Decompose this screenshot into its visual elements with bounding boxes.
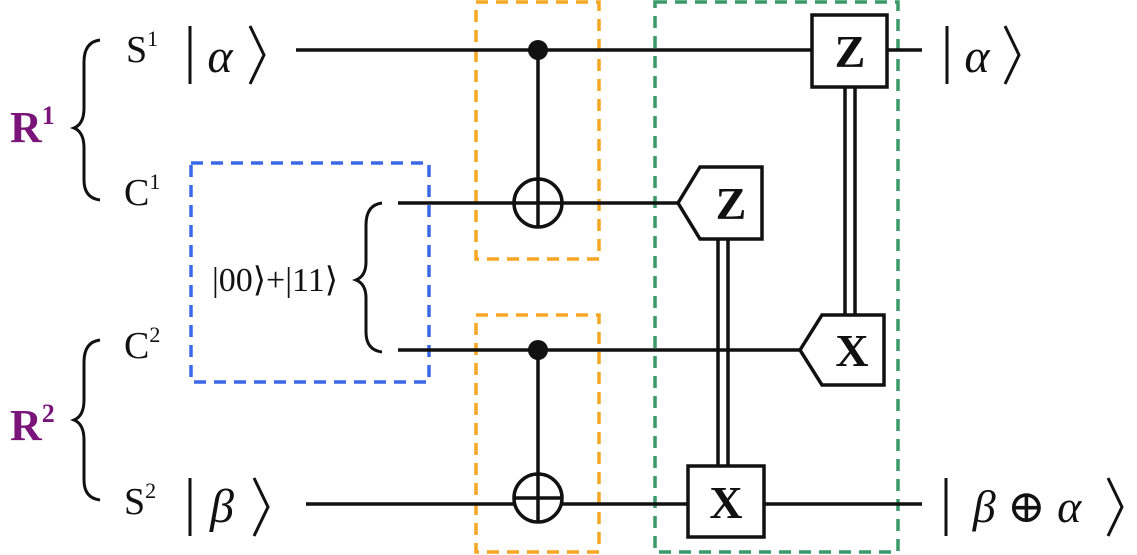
qubit-s2-label: S2: [124, 478, 156, 523]
output-ket-top: α: [964, 30, 990, 83]
z-gate-box: [810, 13, 889, 89]
x-measure-label: X: [835, 325, 868, 376]
input-ket-alpha: α: [207, 30, 233, 83]
correction-box: [653, 0, 900, 554]
qubit-c1-label: C1: [124, 169, 160, 214]
cnot-bottom-control-dot: [528, 340, 548, 360]
brace-bell: [351, 201, 383, 354]
x-gate-box: [686, 464, 766, 539]
output-ket-bottom: β ⊕ α: [972, 481, 1082, 532]
brace-r1: [69, 38, 101, 202]
bell-state-label: |00⟩+|11⟩: [212, 262, 338, 299]
register-r1-label: R1: [10, 101, 55, 152]
cnot-box-top: [474, 0, 601, 261]
qubit-s1-label: S1: [126, 26, 158, 71]
z-measure-gate: [675, 165, 764, 241]
qubit-c2-label: C2: [124, 322, 160, 367]
input-ket-beta: β: [209, 480, 234, 533]
z-measure-label: Z: [716, 178, 747, 229]
register-r2-label: R2: [10, 399, 55, 450]
cnot-top-control-dot: [528, 40, 548, 60]
cnot-box-bottom: [474, 313, 601, 554]
bell-state-box: [189, 161, 431, 384]
x-gate-label: X: [709, 477, 742, 528]
brace-r2: [69, 338, 101, 502]
x-measure-gate: [797, 313, 886, 387]
z-gate-label: Z: [835, 26, 866, 77]
